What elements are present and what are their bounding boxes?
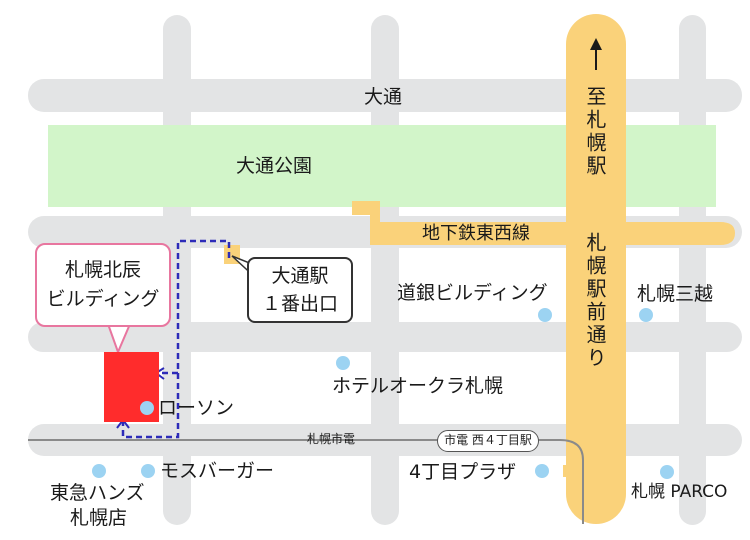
label-lawson: ローソン <box>158 397 235 419</box>
label-mitsukoshi: 札幌三越 <box>637 283 714 305</box>
label-parco: 札幌 PARCO <box>631 482 728 502</box>
poi-dot-parco <box>660 465 674 479</box>
subway-exit-stub <box>352 201 380 215</box>
label-okura: ホテルオークラ札幌 <box>332 375 504 397</box>
label-odori: 大通 <box>364 86 403 108</box>
poi-dot-dogin <box>538 308 552 322</box>
poi-dot-okura <box>336 356 350 370</box>
label-tokyu-hands-2: 札幌店 <box>70 507 128 529</box>
odori-exit-box: 大通駅 １番出口 <box>247 257 353 323</box>
exit-line1: 大通駅 <box>271 265 329 287</box>
target-callout: 札幌北辰 ビルディング <box>35 243 171 327</box>
subway-exit-plaza <box>563 465 593 477</box>
ekimae-dori-street <box>566 14 626 524</box>
tram-stop-nishi4: 市電 西４丁目駅 <box>437 430 539 452</box>
label-subway-line: 地下鉄東西線 <box>422 223 530 244</box>
target-name-line2: ビルディング <box>46 288 160 310</box>
label-dogin: 道銀ビルディング <box>397 282 548 304</box>
subway-tozai-line <box>224 203 735 264</box>
exit-line2: １番出口 <box>261 293 338 315</box>
poi-dot-tokyu-hands <box>92 464 106 478</box>
label-tokyu-hands-1: 東急ハンズ <box>50 482 145 504</box>
arrow-up-icon <box>590 38 602 70</box>
label-odori-park: 大通公園 <box>236 155 313 177</box>
label-4chome-plaza: 4丁目プラザ <box>409 461 517 483</box>
label-ekimae-dori: 札幌駅前通り <box>583 232 607 370</box>
label-to-sapporo: 至札幌駅 <box>583 86 607 178</box>
walking-route <box>121 239 231 439</box>
poi-dot-4chome-plaza <box>535 464 549 478</box>
poi-dot-mos <box>141 464 155 478</box>
callout-tail <box>107 323 131 355</box>
label-mos: モスバーガー <box>160 460 275 482</box>
poi-dot-mitsukoshi <box>639 308 653 322</box>
tram-line <box>28 439 584 524</box>
target-name-line1: 札幌北辰 <box>64 259 141 281</box>
road-east <box>679 15 706 525</box>
poi-dot-lawson <box>140 401 154 415</box>
label-tram-line: 札幌市電 <box>307 432 356 446</box>
